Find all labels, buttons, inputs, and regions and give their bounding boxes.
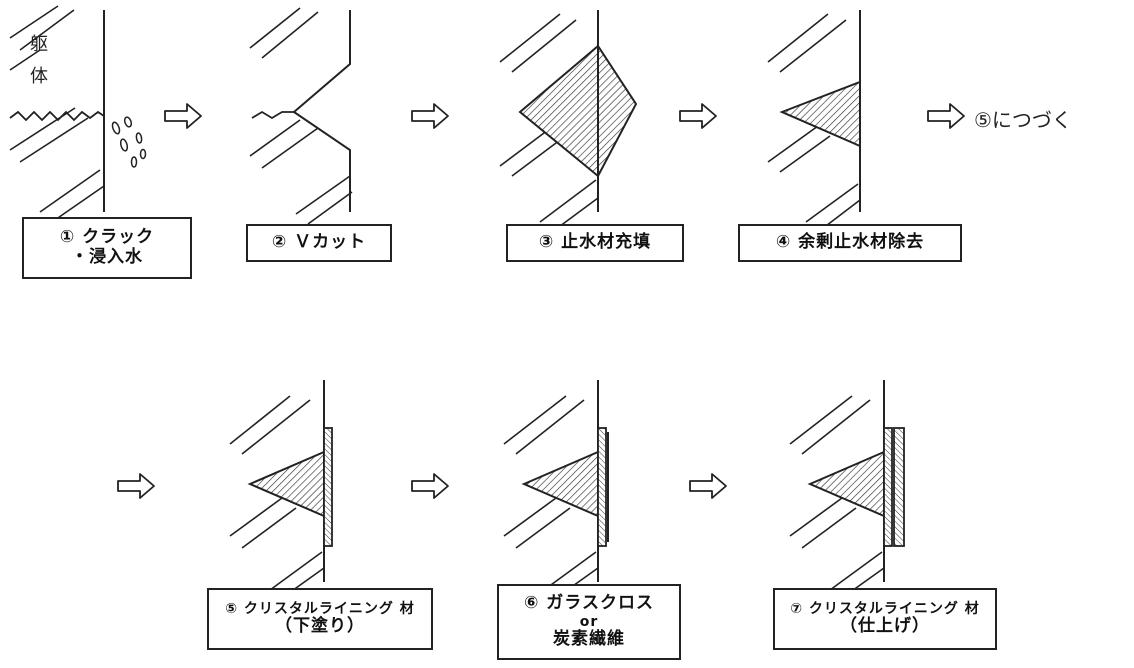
crack-line xyxy=(9,110,105,122)
arrow-icon xyxy=(411,103,449,129)
step6-drawing xyxy=(503,380,609,599)
step5-drawing xyxy=(229,380,333,599)
arrow-icon xyxy=(927,103,965,129)
step1-drawing xyxy=(9,5,147,223)
step5-caption: ⑤ クリスタルライニング 材 （下塗り） xyxy=(207,588,433,650)
step6-caption-line3: 炭素繊維 xyxy=(553,629,625,650)
arrow-icon xyxy=(411,473,449,499)
step6-caption-line2: or xyxy=(579,613,599,630)
step5-caption-line2: （下塗り） xyxy=(275,616,365,637)
step7-caption: ⑦ クリスタルライニング 材 （仕上げ） xyxy=(773,588,997,650)
step6-caption: ⑥ ガラスクロス or 炭素繊維 xyxy=(497,584,681,660)
arrow-icon xyxy=(117,473,155,499)
arrow-icon xyxy=(679,103,717,129)
arrow-icon xyxy=(164,103,202,129)
step7-caption-line2: （仕上げ） xyxy=(840,616,930,637)
water-drops-icon xyxy=(111,116,147,168)
continue-label: ⑤につづく xyxy=(974,108,1072,132)
step1-caption-line1: ① クラック xyxy=(59,227,155,248)
step1-caption-line2: ・浸入水 xyxy=(71,247,143,267)
step4-caption: ④ 余剰止水材除去 xyxy=(738,224,962,262)
step6-caption-line1: ⑥ ガラスクロス xyxy=(524,593,654,614)
body-label-1: 躯 xyxy=(30,34,48,55)
step7-drawing xyxy=(789,380,905,599)
body-label-2: 体 xyxy=(30,66,48,87)
arrow-icon xyxy=(689,473,727,499)
step5-caption-line1: ⑤ クリスタルライニング 材 xyxy=(225,601,415,618)
step4-caption-line1: ④ 余剰止水材除去 xyxy=(775,232,925,253)
step1-caption: ① クラック ・浸入水 xyxy=(22,217,192,279)
step2-drawing xyxy=(249,7,353,225)
step3-caption: ③ 止水材充填 xyxy=(506,224,684,262)
step3-caption-line1: ③ 止水材充填 xyxy=(538,232,652,253)
step2-caption-line1: ② Ｖカット xyxy=(271,232,367,253)
step2-caption: ② Ｖカット xyxy=(246,224,392,262)
step7-caption-line1: ⑦ クリスタルライニング 材 xyxy=(790,601,980,618)
step3-drawing xyxy=(499,10,638,233)
step4-drawing xyxy=(767,10,861,233)
